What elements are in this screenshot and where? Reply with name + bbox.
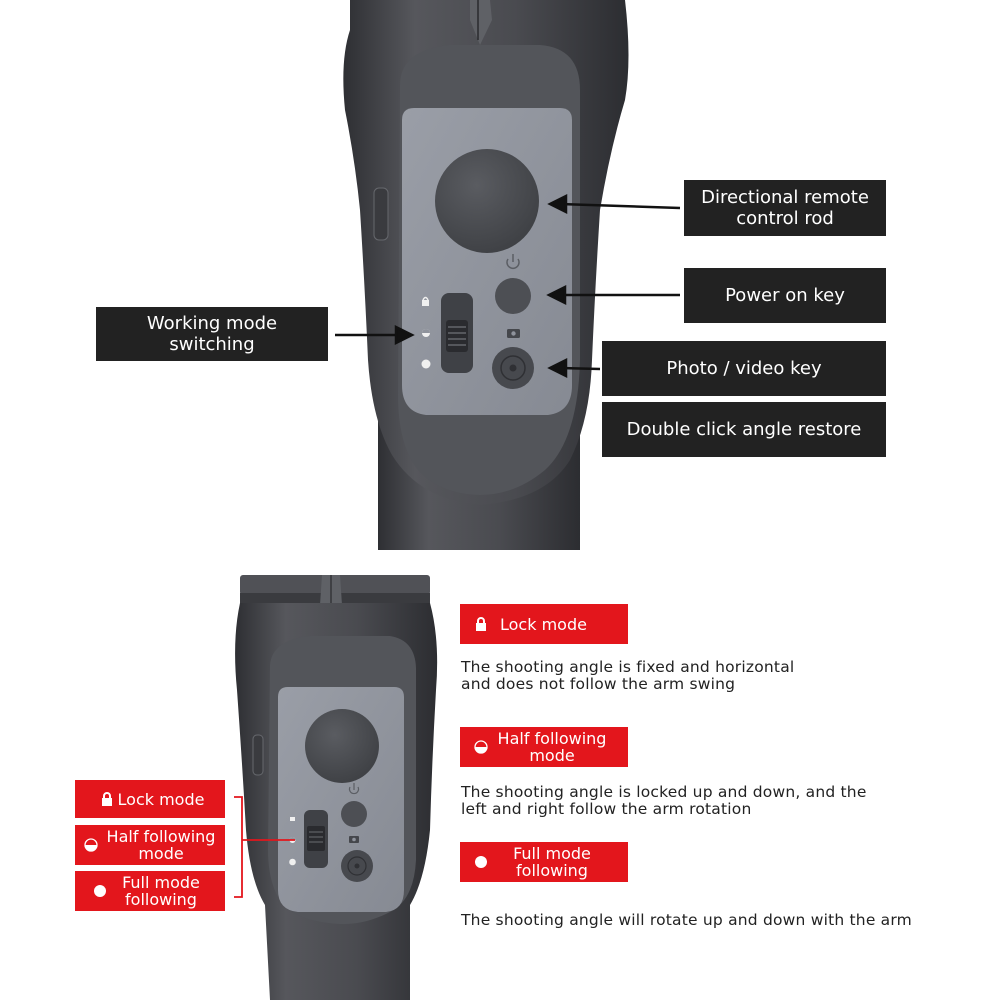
lock-mode-description: The shooting angle is fixed and horizont… <box>461 658 795 693</box>
side-label-text: Full mode following <box>122 873 200 909</box>
half-following-description: The shooting angle is locked up and down… <box>461 783 867 818</box>
mode-label-lock: Lock mode <box>460 604 628 644</box>
half-circle-icon <box>80 837 102 854</box>
power-key-callout: Power on key <box>684 268 886 323</box>
power-key-label: Power on key <box>725 285 845 306</box>
mode-label-half-following: Half following mode <box>460 727 628 767</box>
working-mode-callout: Working mode switching <box>96 307 328 361</box>
callout-arrows <box>335 193 681 379</box>
side-label-text: Half following mode <box>106 827 216 863</box>
side-label-half-following: Half following mode <box>75 825 225 865</box>
double-click-label: Double click angle restore <box>626 419 862 440</box>
photo-video-key-callout: Photo / video key <box>602 341 886 396</box>
full-following-description: The shooting angle will rotate up and do… <box>461 911 912 929</box>
mode-label-text: Full mode following <box>513 844 591 880</box>
mode-label-full-following: Full mode following <box>460 842 628 882</box>
working-mode-label: Working mode switching <box>146 313 278 355</box>
side-label-lock-mode: Lock mode <box>75 780 225 818</box>
side-label-text: Lock mode <box>117 789 205 809</box>
mode-label-text: Lock mode <box>500 614 587 634</box>
full-circle-icon <box>89 883 111 900</box>
lock-icon <box>96 791 118 808</box>
photo-video-key-label: Photo / video key <box>666 358 822 379</box>
lock-icon <box>470 616 492 633</box>
mode-bracket <box>234 796 295 898</box>
full-circle-icon <box>470 854 492 871</box>
mode-label-text: Half following mode <box>497 729 607 765</box>
directional-rod-label: Directional remote control rod <box>701 187 869 229</box>
directional-rod-callout: Directional remote control rod <box>684 180 886 236</box>
double-click-callout: Double click angle restore <box>602 402 886 457</box>
half-circle-icon <box>470 739 492 756</box>
side-label-full-following: Full mode following <box>75 871 225 911</box>
